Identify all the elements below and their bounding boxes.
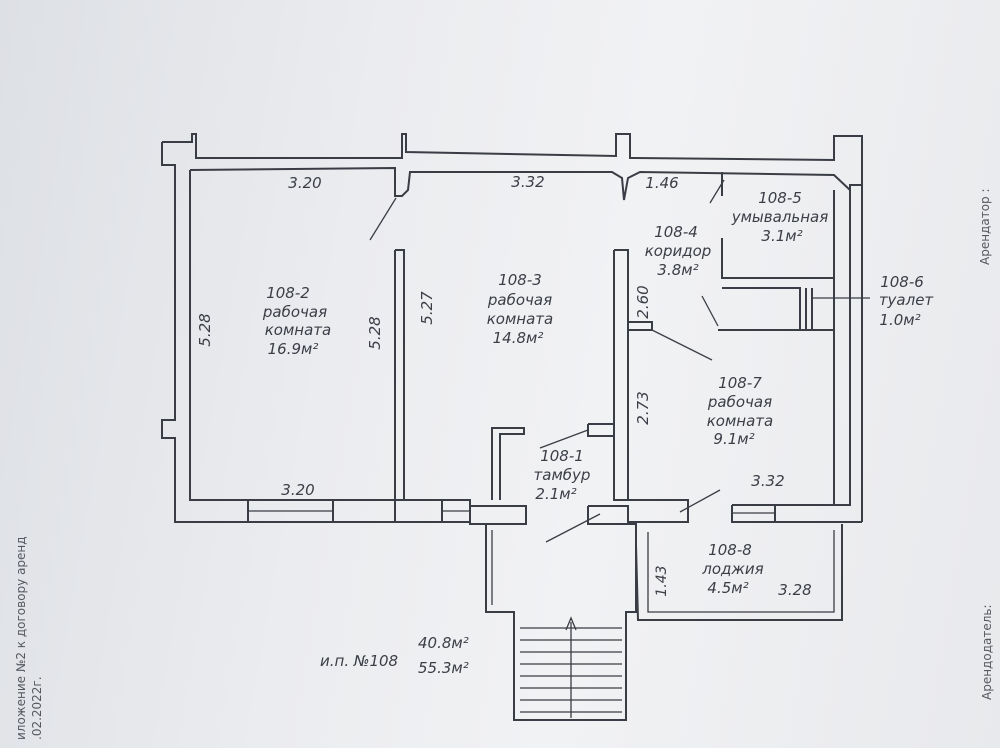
area-summary: и.п. №108 40.8м² 55.3м² [320, 634, 469, 677]
dim-bottom-left: 3.20 [281, 481, 314, 499]
room-name: рабочая [487, 291, 552, 309]
room-name: тамбур [534, 466, 591, 484]
room-108-7-label: 108-7 рабочая комната 9.1м² [707, 374, 773, 448]
room-name: комната [265, 321, 331, 339]
wall-toilet [722, 287, 801, 330]
inner-wall-top [189, 166, 851, 201]
dim-left-outer: 5.28 [196, 313, 214, 346]
area-main: 40.8м² [418, 634, 469, 652]
dim-corridor: 2.60 [634, 285, 652, 318]
outer-wall-top [162, 133, 863, 523]
room-108-3-label: 108-3 рабочая комната 14.8м² [487, 271, 553, 347]
room-id: 108-7 [718, 374, 762, 392]
room-area: 3.8м² [657, 261, 698, 279]
room-area: 4.5м² [707, 579, 748, 597]
room-name: туалет [879, 291, 935, 309]
room-id: 108-1 [540, 447, 584, 465]
room-id: 108-6 [880, 273, 924, 291]
pier-entry-right [587, 505, 629, 525]
room-108-6-label: 108-6 туалет 1.0м² [812, 273, 934, 329]
partition-3-7 [613, 249, 629, 501]
tenant-signature-label: Арендатор : [978, 188, 992, 265]
wall-bottom-room3 [395, 499, 443, 523]
wall-bottom-room2 [333, 499, 396, 523]
window-room7 [731, 504, 776, 523]
room-name: комната [707, 412, 773, 430]
room-name: комната [487, 310, 553, 328]
vestibule-door-swing [539, 429, 589, 449]
room-id: 108-2 [266, 284, 310, 302]
room-108-8-label: 108-8 лоджия 4.5м² [701, 541, 763, 597]
dim-top-right: 1.46 [645, 174, 678, 192]
room-area: 3.1м² [761, 227, 802, 245]
room-id: 108-3 [498, 271, 542, 289]
inner-wall-left-room2 [189, 170, 248, 501]
wall-washroom-bottom [721, 238, 834, 279]
appendix-date: .02.2022г. [30, 676, 44, 740]
dim-left-inner: 5.28 [366, 316, 384, 349]
corridor-door-swing [701, 295, 719, 327]
room7-door-swing [651, 329, 713, 361]
room-id: 108-5 [758, 189, 802, 207]
room-name: рабочая [707, 393, 772, 411]
vestibule-door-jamb [587, 423, 615, 437]
room-name: умывальная [731, 208, 829, 226]
dim-mid-inner: 5.27 [418, 291, 436, 325]
room7-bottom-door-swing [679, 489, 721, 513]
vestibule-wall [491, 427, 525, 500]
walls [161, 133, 863, 721]
room-area: 2.1м² [535, 485, 576, 503]
dim-loggia-width: 3.28 [778, 581, 811, 599]
room-108-4-label: 108-4 коридор 3.8м² [645, 223, 712, 279]
corridor-door-jamb [628, 321, 653, 331]
outer-wall-left [161, 142, 248, 523]
dim-top-mid: 3.32 [511, 173, 544, 191]
toilet-partition [805, 288, 813, 331]
entrance-passage [485, 524, 637, 721]
room-area: 14.8м² [493, 329, 544, 347]
landlord-signature-label: Арендодатель: [980, 604, 994, 700]
partition-2-3 [394, 249, 405, 501]
area-total: 55.3м² [418, 659, 469, 677]
room-name: рабочая [262, 303, 327, 321]
room-108-2-label: 108-2 рабочая комната 16.9м² [262, 284, 331, 358]
room-name: лоджия [701, 560, 763, 578]
washroom-door-swing [709, 179, 725, 204]
room-108-5-label: 108-5 умывальная 3.1м² [731, 189, 829, 245]
room-name: коридор [645, 242, 712, 260]
dim-loggia-height: 1.43 [654, 565, 670, 596]
entry-door-swing [545, 513, 601, 543]
dim-room7-left: 2.73 [634, 391, 652, 424]
pier-entry-left [469, 505, 527, 525]
room-108-1-label: 108-1 тамбур 2.1м² [534, 447, 591, 503]
loggia-inner [647, 530, 835, 613]
room-area: 1.0м² [879, 311, 920, 329]
wall-bottom-room7 [628, 499, 689, 523]
room-area: 16.9м² [268, 340, 319, 358]
unit-label: и.п. №108 [320, 652, 398, 670]
dimensions: 3.20 3.32 1.46 5.28 5.28 5.27 2.60 2.73 … [196, 173, 812, 599]
dim-top-left: 3.20 [288, 174, 321, 192]
stair-direction-arrow [565, 616, 577, 631]
appendix-caption: иложение №2 к договору аренд [14, 536, 28, 740]
room2-door-swing [369, 197, 397, 241]
room-id: 108-8 [708, 541, 752, 559]
dim-bottom-right: 3.32 [751, 472, 784, 490]
room-id: 108-4 [654, 223, 698, 241]
room-area: 9.1м² [713, 430, 754, 448]
